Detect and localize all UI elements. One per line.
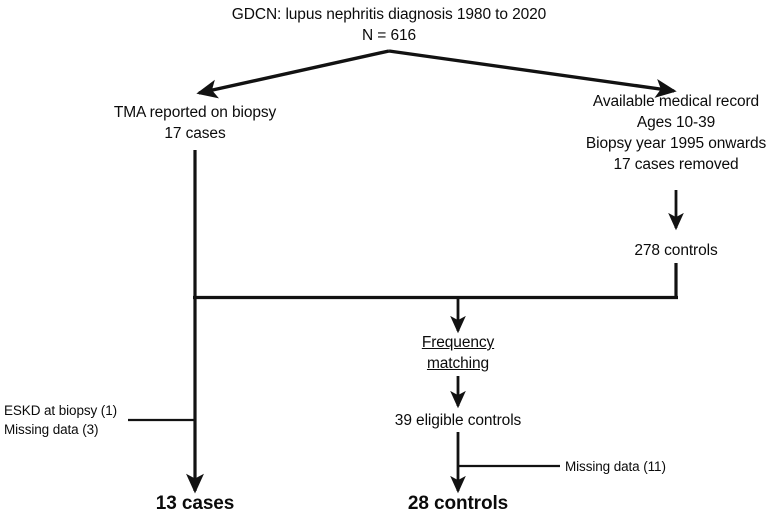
- right-branch-line-1: Available medical record: [592, 93, 760, 110]
- controls-pool-node: 278 controls: [634, 240, 717, 261]
- final-cases-label: 13 cases: [155, 493, 235, 514]
- matching-step-line-1: Frequency: [421, 334, 495, 351]
- controls-pool-label: 278 controls: [634, 242, 718, 259]
- split-arrow-left: [196, 49, 390, 99]
- split-arrow-right: [388, 49, 677, 98]
- left-branch-node: TMA reported on biopsy 17 cases: [114, 102, 276, 144]
- right-branch-line-4: 17 cases removed: [613, 156, 739, 173]
- title-node: GDCN: lupus nephritis diagnosis 1980 to …: [231, 4, 547, 46]
- matching-step-line-2: matching: [426, 355, 490, 372]
- right-branch-line-3: Biopsy year 1995 onwards: [585, 135, 767, 152]
- title-line-2: N = 616: [361, 27, 417, 44]
- cases-exclusion-line-2: Missing data (3): [4, 422, 99, 437]
- controls-exclusions-node: Missing data (11): [565, 457, 666, 476]
- right-branch-node: Available medical record Ages 10-39 Biop…: [586, 91, 766, 175]
- eligible-controls-node: 39 eligible controls: [395, 410, 521, 431]
- title-line-1: GDCN: lupus nephritis diagnosis 1980 to …: [231, 6, 547, 23]
- left-branch-line-1: TMA reported on biopsy: [113, 104, 277, 121]
- cases-exclusions-node: ESKD at biopsy (1) Missing data (3): [4, 401, 117, 439]
- right-branch-line-2: Ages 10-39: [636, 114, 716, 131]
- cases-exclusion-line-1: ESKD at biopsy (1): [4, 403, 117, 418]
- final-controls-node: 28 controls: [408, 493, 508, 514]
- matching-step-node: Frequency matching: [422, 332, 494, 374]
- controls-exclusion-line-1: Missing data (11): [565, 459, 666, 474]
- final-cases-node: 13 cases: [155, 493, 235, 514]
- eligible-controls-label: 39 eligible controls: [394, 412, 522, 429]
- left-branch-line-2: 17 cases: [164, 125, 226, 142]
- final-controls-label: 28 controls: [407, 493, 509, 514]
